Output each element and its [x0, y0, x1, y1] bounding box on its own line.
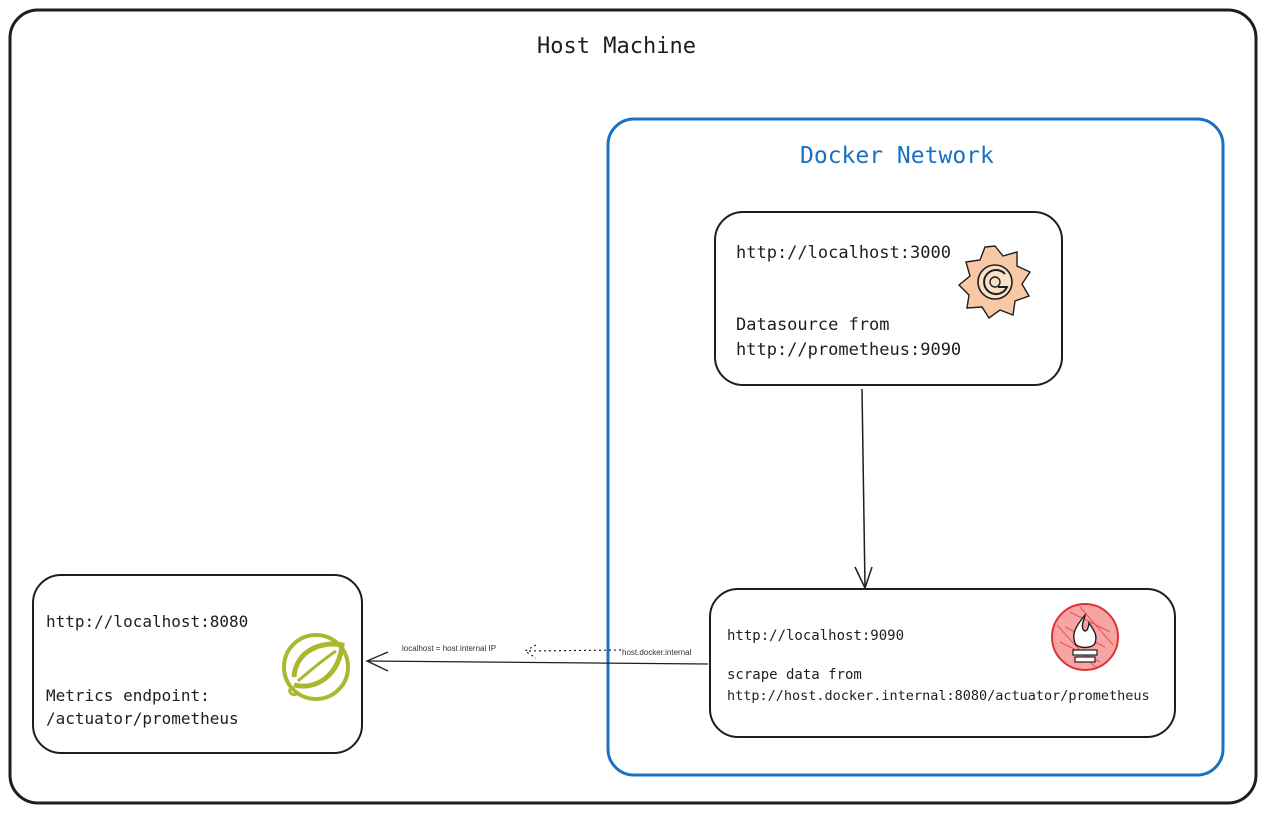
spring-app-url: http://localhost:8080 [46, 612, 249, 631]
host-machine-title: Host Machine [537, 34, 696, 59]
host-docker-internal-label: host.docker.internal [622, 648, 692, 657]
grafana-url: http://localhost:3000 [736, 243, 951, 263]
host-internal-ip-label: localhost = host internal IP [402, 644, 497, 653]
prometheus-url: http://localhost:9090 [727, 628, 905, 644]
grafana-desc-line2: http://prometheus:9090 [736, 340, 962, 360]
grafana-to-prometheus-arrow [854, 388, 873, 591]
docker-network-frame [606, 117, 1225, 777]
prometheus-desc-line2: http://host.docker.internal:8080/actuato… [727, 688, 1150, 704]
spring-app-box [32, 574, 363, 754]
grafana-desc-line1: Datasource from [736, 315, 890, 335]
spring-app-desc-line1: Metrics endpoint: [46, 686, 210, 705]
docker-network-title: Docker Network [800, 143, 994, 169]
prometheus-icon [1051, 603, 1119, 671]
docker-internal-dotted-arrow [523, 644, 622, 659]
prometheus-to-app-arrow [365, 651, 709, 672]
prometheus-desc-line1: scrape data from [727, 667, 862, 683]
spring-icon [282, 633, 350, 701]
host-machine-frame [8, 8, 1258, 805]
grafana-box [714, 211, 1063, 386]
spring-app-desc-line2: /actuator/prometheus [46, 709, 239, 728]
grafana-icon [957, 245, 1032, 320]
